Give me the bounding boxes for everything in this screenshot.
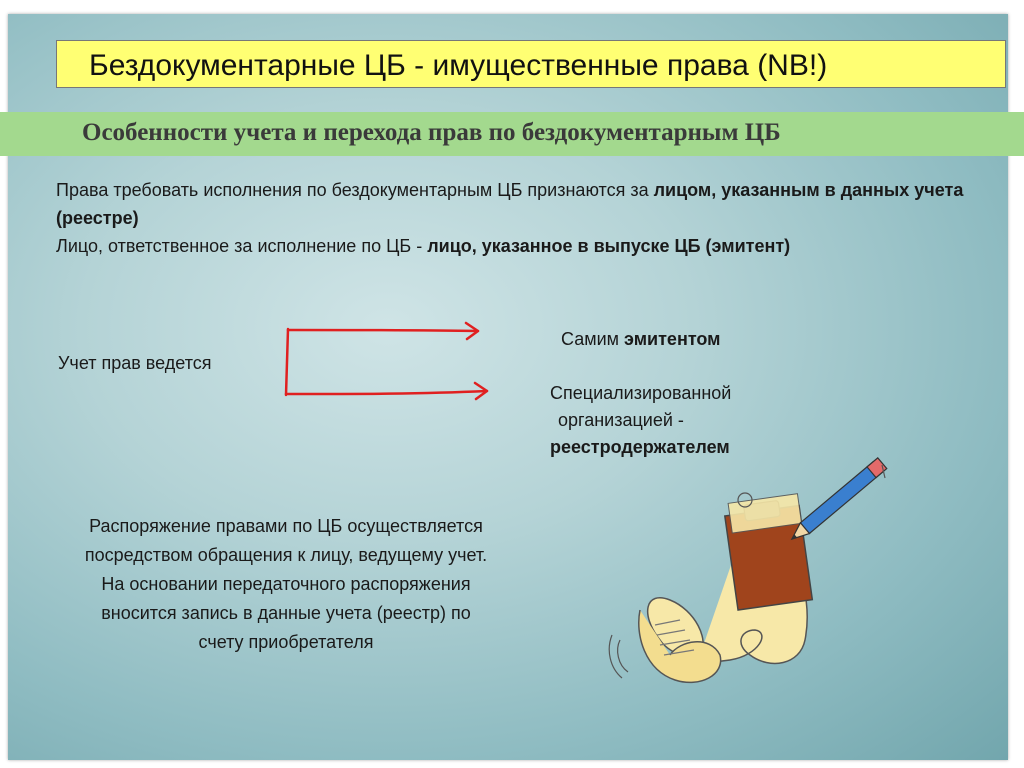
paragraph-line1-text: Права требовать исполнения по бездокумен… [56,180,654,200]
arrow-top-shaft [286,328,480,333]
page-title: Бездокументарные ЦБ - имущественные прав… [89,49,828,82]
arrow-bottom-head [473,381,489,401]
subtitle: Особенности учета и перехода прав по без… [82,119,781,146]
option-issuer-text: Самим [561,329,625,349]
option-registrar-line2: организацией - [558,410,684,430]
title-box: Бездокументарные ЦБ - имущественные прав… [56,40,1006,88]
option-registrar-bold: реестродержателем [550,437,730,457]
bracket-line [284,327,290,397]
diagram-label: Учет прав ведется [58,353,212,373]
paragraph-line2-bold: лицо, указанное в выпуске ЦБ (эмитент) [427,236,791,256]
option-registrar: Специализированной организацией - реестр… [550,380,850,461]
option-registrar-line1: Специализированной [550,383,732,403]
arrow-bottom-shaft [284,389,489,396]
option-issuer-bold: эмитентом [624,329,721,349]
paragraph-line1-bold: лицом, указанным в данных учета (реестре… [56,180,964,228]
clipboard-scroll-icon [608,457,888,684]
option-issuer: Самим эмитентом [561,329,720,350]
subtitle-band: Особенности учета и перехода прав по без… [0,112,1024,156]
disposal-text: Распоряжение правами по ЦБ осуществляетс… [84,516,488,652]
arrow-top-head [464,321,480,341]
rights-paragraph: Права требовать исполнения по бездокумен… [56,176,976,260]
paragraph-line2-text: Лицо, ответственное за исполнение по ЦБ … [56,236,428,256]
